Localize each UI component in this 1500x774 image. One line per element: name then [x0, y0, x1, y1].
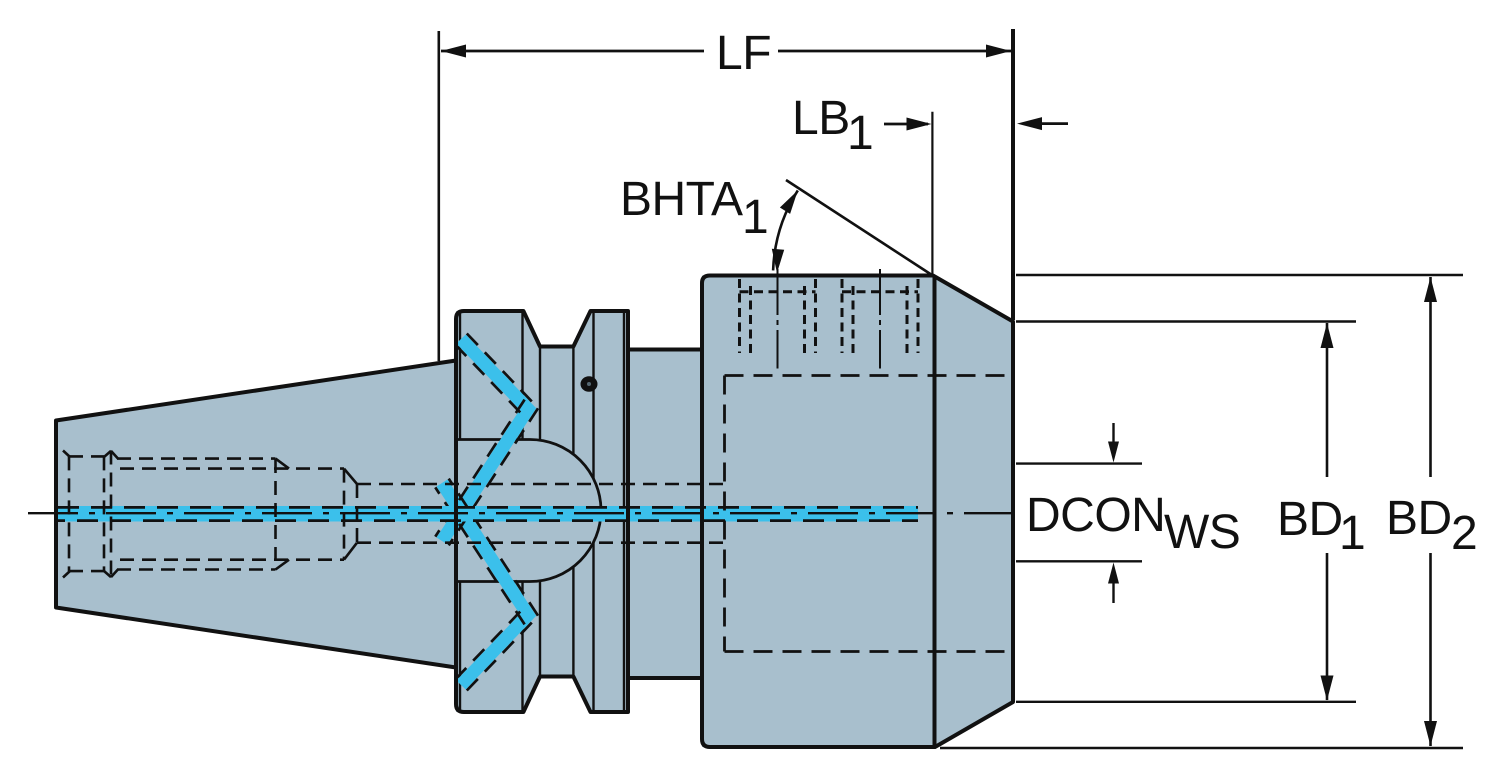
- svg-text:WS: WS: [1164, 506, 1240, 559]
- svg-text:BHTA: BHTA: [620, 173, 743, 226]
- svg-text:BD: BD: [1386, 492, 1452, 545]
- svg-text:LF: LF: [716, 27, 771, 80]
- svg-text:2: 2: [1451, 507, 1477, 560]
- svg-text:LB: LB: [792, 92, 850, 145]
- svg-text:BD: BD: [1277, 493, 1343, 546]
- svg-text:DCON: DCON: [1026, 489, 1165, 542]
- svg-text:1: 1: [847, 107, 873, 160]
- svg-text:1: 1: [1339, 507, 1365, 560]
- svg-text:1: 1: [742, 191, 768, 244]
